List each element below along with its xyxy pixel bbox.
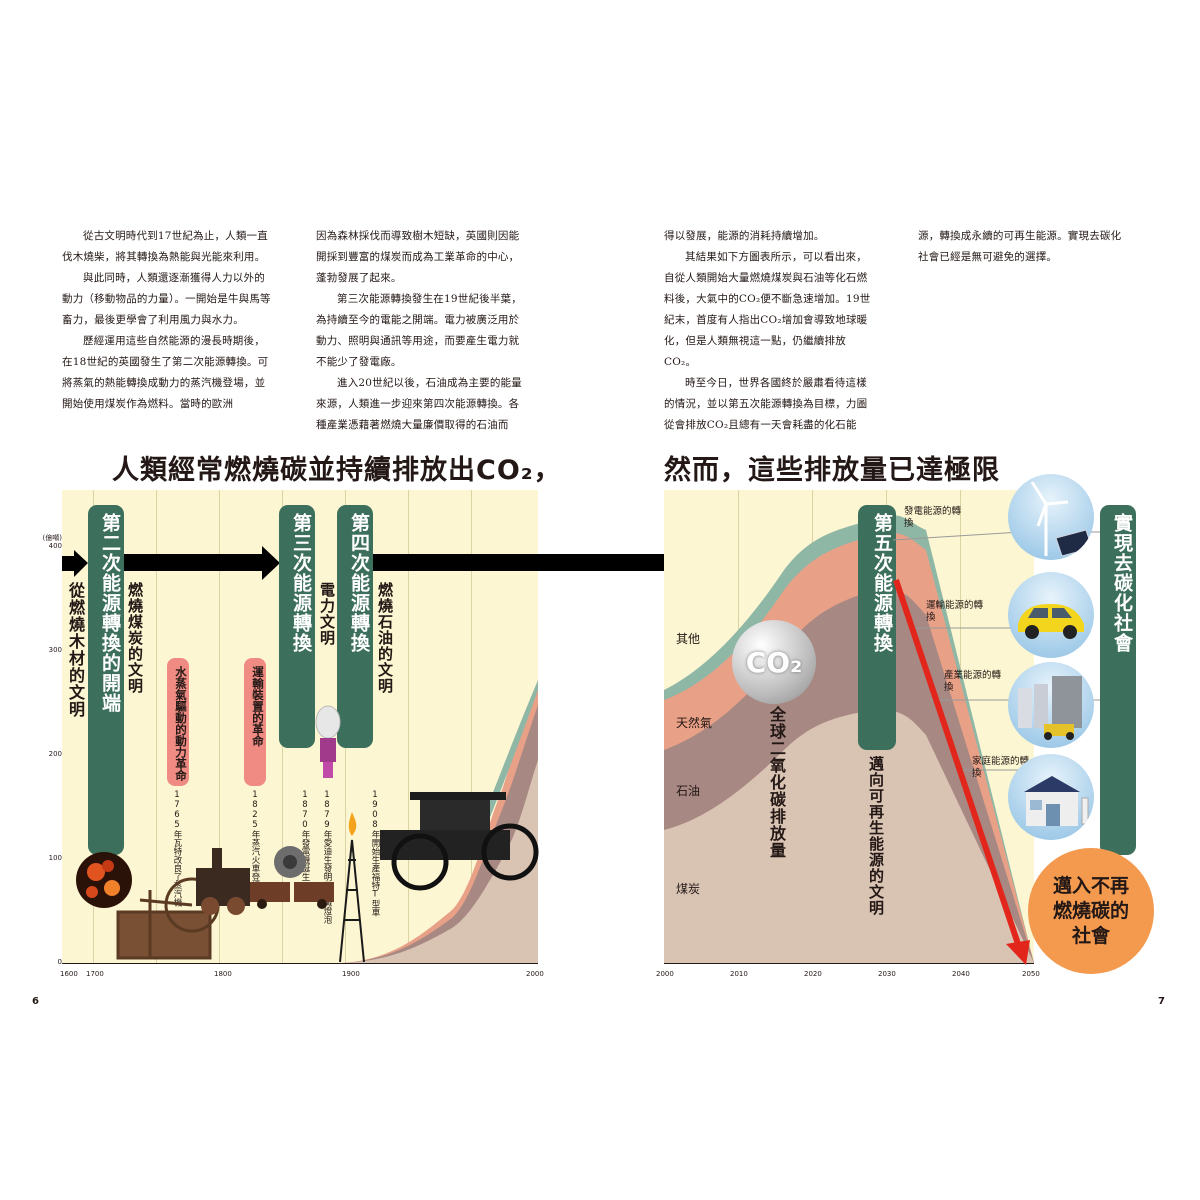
area-label-other: 其他 [676,632,701,646]
x-tick: 2040 [952,970,970,978]
co2-sphere: CO₂ [732,620,816,704]
left-emission-area [342,680,538,963]
right-emission-area [664,515,1034,963]
transport-revolution-band: 運輸裝置的革命 [244,658,266,786]
band-fifth-transition: 第五次能源轉換 [858,505,896,750]
x-tick: 2030 [878,970,896,978]
event-1908: 1908年開始生產福特T型車 [370,790,380,917]
band-third-transition: 第三次能源轉換 [279,505,315,748]
x-tick: 2010 [730,970,748,978]
page-number-left: 6 [32,996,39,1007]
conversion-home: 家庭能源的轉換 [972,756,1030,779]
oil-era-label: 燃燒石油的文明 [376,582,394,694]
right-chart [664,490,1034,963]
x-tick: 2000 [526,970,544,978]
text-column-3: 得以發展，能源的消耗持續增加。 其結果如下方圖表所示，可以看出來，自從人類開始大… [664,230,871,431]
area-label-coal: 煤炭 [676,882,701,896]
x-tick: 2050 [1022,970,1040,978]
area-label-oil: 石油 [676,784,701,798]
y-tick: 400 [48,542,62,550]
decarbonized-society-band: 實現去碳化社會 [1100,505,1136,855]
text-column-2: 因為森林採伐而導致樹木短缺，英國則因能開採到豐富的煤炭而成為工業革命的中心，蓬勃… [316,230,522,431]
event-1825: 1825年蒸汽火車登場 [250,790,260,890]
coal-era-label: 燃燒煤炭的文明 [126,582,144,694]
renewable-era-label: 邁向可再生能源的文明 [867,756,885,916]
y-tick: 100 [48,854,62,862]
page-number-right: 7 [1158,996,1165,1007]
event-1765: 1765年瓦特改良了蒸汽機 [172,790,182,907]
x-tick: 1900 [342,970,360,978]
house-solar-icon [1008,754,1094,840]
text-column-4: 源，轉換成永續的可再生能源。實現去碳化社會已經是無可避免的選擇。 [918,230,1122,263]
x-tick: 1600 [60,970,78,978]
y-tick: 300 [48,646,62,654]
x-tick: 2020 [804,970,822,978]
event-1870: 1870年發電機誕生 [300,790,310,881]
steam-revolution-band: 水蒸氣驅動的動力革命 [167,658,189,786]
x-tick: 1700 [86,970,104,978]
area-label-gas: 天然氣 [676,716,713,730]
conversion-power: 發電能源的轉換 [904,506,962,529]
global-co2-label: 全球二氧化碳排放量 [767,706,786,859]
band-fourth-transition: 第四次能源轉換 [337,505,373,748]
y-tick: 0 [57,958,62,966]
wood-era-label: 從燃燒木材的文明 [66,582,85,718]
headline-left: 人類經常燃燒碳並持續排放出CO₂， [112,455,562,486]
electric-era-label: 電力文明 [318,582,336,646]
headline-right: 然而，這些排放量已達極限 [664,455,1000,486]
conversion-transport: 運輸能源的轉換 [926,600,984,623]
conversion-industry: 產業能源的轉換 [944,670,1002,693]
electric-car-icon [1008,572,1094,658]
text-column-1: 從古文明時代到17世紀為止，人類一直伐木燒柴，將其轉換為熱能與光能來利用。 與此… [62,230,271,410]
y-unit: (億噸) [42,534,62,542]
band-second-transition: 第二次能源轉換的開端 [88,505,124,855]
wind-solar-icon [1008,474,1094,560]
y-tick: 200 [48,750,62,758]
no-carbon-society-circle: 邁入不再燃燒碳的社會 [1028,848,1154,974]
x-tick: 1800 [214,970,232,978]
factory-icon [1008,662,1094,748]
event-1879: 1879年愛迪生發明了白熾燈泡 [322,790,332,924]
x-tick: 2000 [656,970,674,978]
co2-label: CO₂ [745,645,803,679]
